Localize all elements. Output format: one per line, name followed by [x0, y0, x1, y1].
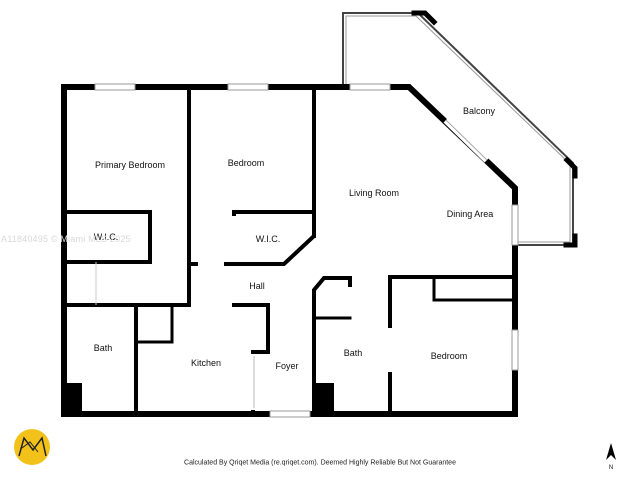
window-bedroom2	[511, 329, 519, 371]
wall-bath2	[312, 276, 352, 416]
window-bedroom	[227, 83, 269, 91]
wall-bedroom2-closet	[432, 275, 517, 302]
room-label-bath-2: Bath	[343, 348, 363, 358]
balcony-corner-top	[411, 10, 438, 26]
wall-wic1	[62, 210, 152, 264]
room-label-balcony: Balcony	[462, 106, 496, 116]
logo-icon	[14, 429, 50, 465]
balcony-slider-line	[445, 119, 488, 161]
wall-wic2	[224, 210, 316, 266]
room-label-dining-area: Dining Area	[446, 209, 494, 219]
balcony-railing-inner	[345, 15, 571, 243]
north-arrow-icon	[606, 443, 616, 460]
room-label-wic-1: W.I.C.	[93, 232, 119, 242]
bath1-fixture	[64, 383, 82, 414]
window-dining	[511, 204, 519, 246]
room-label-bath-1: Bath	[93, 343, 113, 353]
room-label-bedroom-2: Bedroom	[430, 351, 468, 361]
room-label-primary-bedroom: Primary Bedroom	[94, 160, 166, 170]
window-living	[349, 83, 391, 91]
watermark: A11840495 © Miami MLS 2025	[1, 234, 131, 244]
wall-kitchen-closet	[134, 303, 174, 344]
room-label-hall: Hall	[249, 281, 265, 291]
window-primary	[94, 83, 136, 91]
balcony-corner-right	[563, 156, 578, 179]
room-label-bedroom: Bedroom	[227, 158, 265, 168]
balcony-corner-bottom	[563, 233, 578, 248]
room-label-foyer: Foyer	[275, 361, 299, 371]
bath2-fixture	[316, 383, 334, 414]
footer-disclaimer: Calculated By Qriqet Media (re.qriqet.co…	[184, 459, 456, 467]
room-label-kitchen: Kitchen	[190, 358, 222, 368]
balcony-railing	[342, 12, 574, 246]
room-label-wic-2: W.I.C.	[255, 234, 281, 244]
north-label: N	[608, 465, 614, 471]
door-foyer	[269, 410, 311, 418]
room-label-living-room: Living Room	[348, 188, 400, 198]
